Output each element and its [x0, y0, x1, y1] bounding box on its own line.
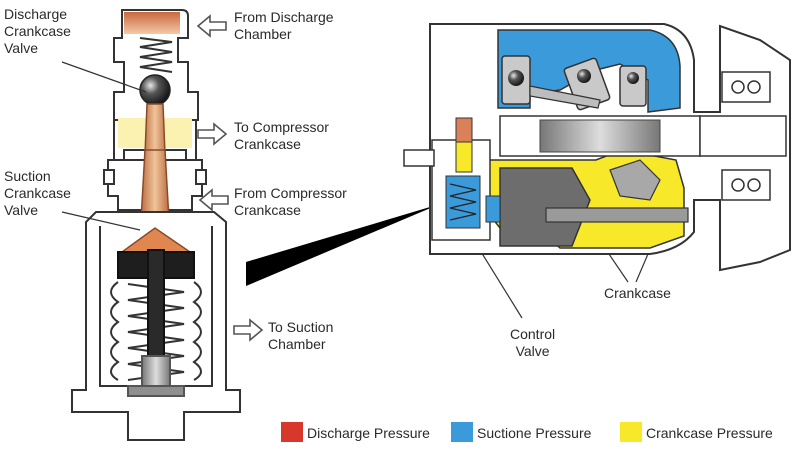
label-line: From Discharge [234, 9, 334, 25]
label-from-discharge-chamber: From Discharge Chamber [234, 9, 334, 43]
label-to-compressor-crankcase: To Compressor Crankcase [234, 119, 329, 153]
bellows-right [192, 281, 202, 381]
piston-2-ball [577, 69, 591, 83]
legend-label-crankcase: Crankcase Pressure [646, 425, 773, 441]
arrow-from-compressor-crankcase [198, 188, 229, 212]
arrow-to-suction-chamber [233, 318, 264, 342]
conn-rod-1 [529, 85, 601, 109]
label-line: From Compressor [234, 185, 347, 201]
piston-3 [619, 65, 647, 107]
label-line: Crankcase [234, 202, 301, 218]
label-line: Crankcase [4, 23, 71, 39]
label-suction-crankcase-valve: Suction Crankcase Valve [4, 168, 71, 219]
label-line: Discharge [4, 6, 68, 22]
lower-shaft [545, 207, 689, 223]
leader-discharge-valve [61, 61, 147, 93]
label-discharge-crankcase-valve: Discharge Crankcase Valve [4, 6, 71, 57]
legend-label-discharge: Discharge Pressure [307, 425, 430, 441]
label-to-suction-chamber: To Suction Chamber [268, 319, 333, 353]
label-line: Crankcase [234, 136, 301, 152]
swash-block [499, 167, 591, 247]
label-line: Chamber [234, 26, 292, 42]
legend-swatch-discharge [281, 422, 303, 442]
bearing-ball-4 [747, 178, 761, 192]
control-valve-cross-section [71, 9, 241, 441]
arrow-from-discharge-chamber [196, 14, 227, 38]
main-spring [127, 283, 185, 381]
discharge-chamber-fill [124, 12, 180, 34]
legend-label-suction: Suctione Pressure [477, 425, 592, 441]
valve-neck-groove-left [103, 169, 115, 185]
flow-arrows [196, 14, 264, 342]
bearing-bottom [721, 169, 771, 201]
valve-neck-groove-right [195, 169, 207, 185]
bottom-plunger [141, 355, 171, 387]
label-line: Valve [4, 202, 38, 218]
rear-plug [403, 149, 435, 167]
front-hub [699, 115, 787, 157]
label-line: Chamber [268, 336, 326, 352]
base-plate [127, 385, 185, 397]
bearing-ball-3 [731, 178, 745, 192]
label-line: To Suction [268, 319, 334, 335]
push-rod [147, 249, 165, 357]
label-from-compressor-crankcase: From Compressor Crankcase [234, 185, 347, 219]
ball-spring [139, 37, 173, 73]
arrow-to-compressor-crankcase [197, 122, 228, 146]
bearing-ball-1 [731, 80, 745, 94]
leader-suction-valve [61, 211, 141, 231]
front-bearings [699, 71, 787, 201]
label-line: Crankcase [4, 185, 71, 201]
mini-valve-crankcase [455, 141, 473, 173]
bearing-top [721, 71, 771, 103]
suction-passage [485, 195, 501, 223]
label-line: Valve [515, 343, 550, 359]
label-crankcase: Crankcase [604, 285, 671, 301]
legend-swatch-crankcase [620, 422, 642, 442]
compressor-cross-section [403, 23, 791, 272]
valve-ball [139, 74, 171, 106]
shaft-core [539, 119, 661, 153]
mini-valve-discharge [455, 117, 473, 143]
legend [281, 422, 642, 442]
bearing-ball-2 [747, 80, 761, 94]
label-control-valve: Control Valve [510, 326, 555, 360]
label-line: Control [510, 326, 556, 342]
piston-1-ball [508, 70, 524, 86]
legend-swatch-suction [451, 422, 473, 442]
label-line: Valve [4, 40, 38, 56]
zoom-wedge [246, 204, 440, 286]
bellows-left [110, 281, 120, 381]
label-line: Suction [4, 168, 51, 184]
piston-3-ball [627, 72, 639, 84]
label-line: To Compressor [234, 119, 329, 135]
mini-valve-spring [449, 183, 477, 221]
crank-arm [609, 159, 661, 201]
